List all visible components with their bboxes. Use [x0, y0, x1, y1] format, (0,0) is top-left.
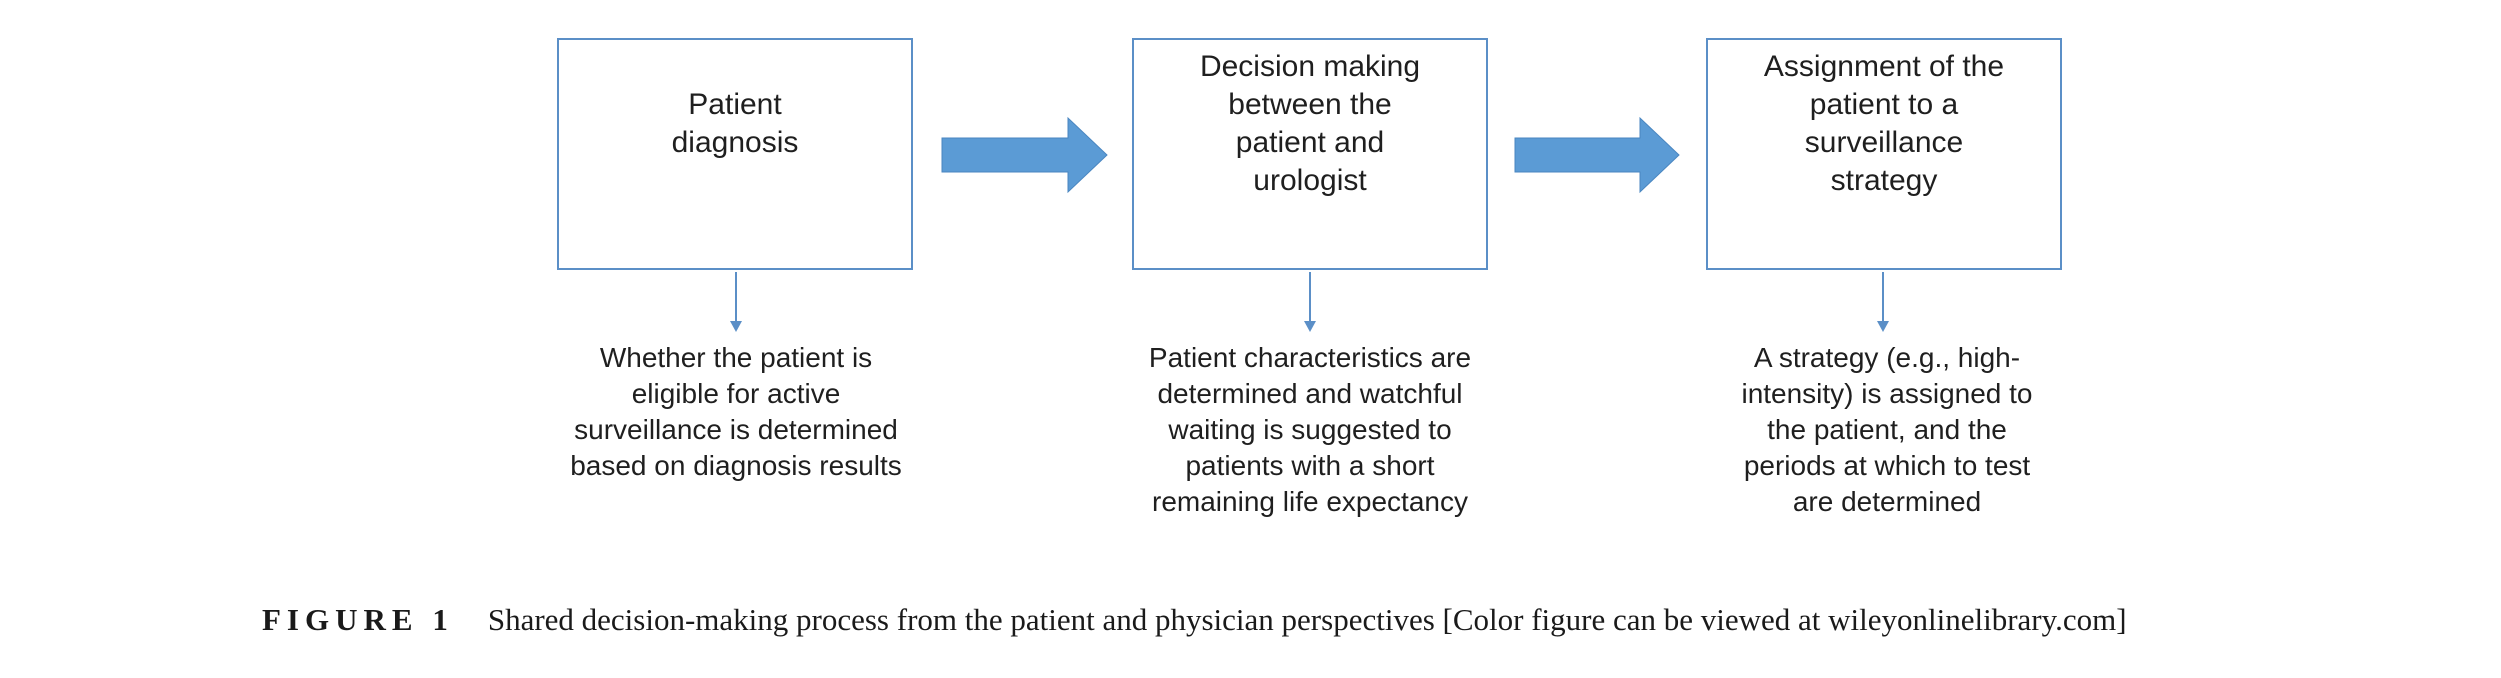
right-arrow-1-icon	[941, 116, 1108, 194]
step-note-assignment: A strategy (e.g., high-intensity) is ass…	[1741, 342, 2033, 517]
figure-label: FIGURE 1	[262, 602, 454, 637]
step-title: Assignment of the patient to a surveilla…	[1763, 50, 2005, 197]
step-title: Decision making between the patient and …	[1199, 50, 1421, 197]
step-note-diagnosis: Whether the patient is eligible for acti…	[570, 342, 902, 481]
figure-caption-text: Shared decision-making process from the …	[487, 602, 2127, 637]
down-connector-1	[730, 272, 742, 332]
figure-caption: FIGURE 1 Shared decision-making process f…	[262, 602, 2127, 638]
down-connector-2	[1304, 272, 1316, 332]
step-box-diagnosis: Patient diagnosis	[557, 38, 913, 270]
down-connector-3	[1877, 272, 1889, 332]
step-note-decision-making: Patient characteristics are determined a…	[1148, 342, 1472, 517]
right-arrow-2-icon	[1514, 116, 1680, 194]
step-title: Patient diagnosis	[671, 88, 799, 159]
step-box-decision-making: Decision making between the patient and …	[1132, 38, 1488, 270]
step-box-assignment: Assignment of the patient to a surveilla…	[1706, 38, 2062, 270]
